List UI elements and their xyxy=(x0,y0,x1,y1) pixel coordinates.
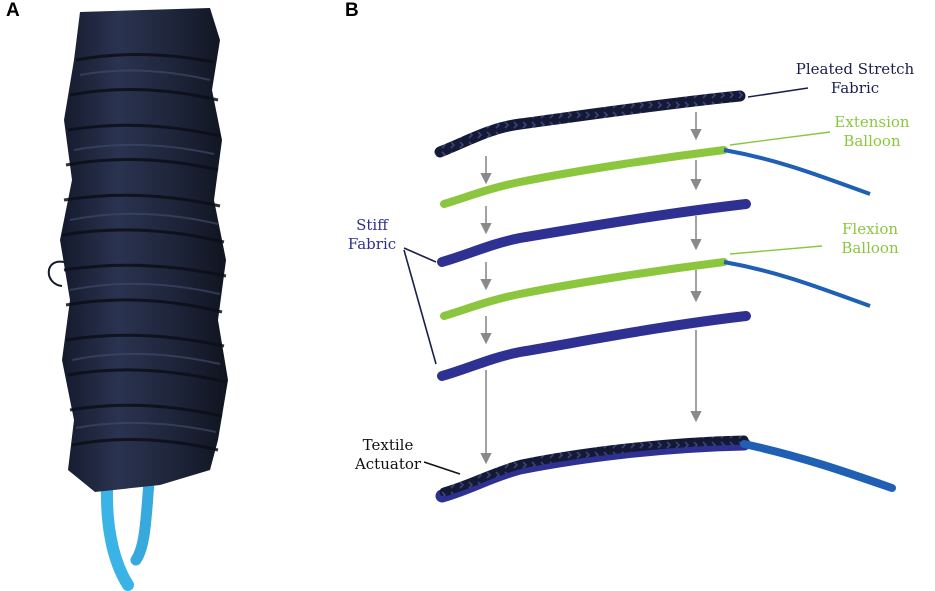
assembly-arrows xyxy=(486,112,696,462)
actuator-tube xyxy=(744,444,892,488)
leader-flexion xyxy=(730,246,822,254)
leader-stiff-1 xyxy=(404,248,436,262)
label-flexion-balloon: Flexion Balloon xyxy=(820,220,920,258)
leader-textile xyxy=(424,462,460,474)
flexion-tube xyxy=(724,262,870,306)
label-textile-actuator: Textile Actuator xyxy=(352,436,424,474)
label-extension-balloon: Extension Balloon xyxy=(812,113,932,151)
leader-stiff-2 xyxy=(404,250,436,364)
layer-pleated-fabric xyxy=(440,96,740,152)
layer-stiff-fabric-2 xyxy=(442,316,746,376)
label-pleated-stretch-fabric: Pleated Stretch Fabric xyxy=(780,60,930,98)
label-stiff-fabric: Stiff Fabric xyxy=(340,216,404,254)
extension-tube xyxy=(724,150,870,194)
layer-stiff-fabric-1 xyxy=(442,204,746,262)
